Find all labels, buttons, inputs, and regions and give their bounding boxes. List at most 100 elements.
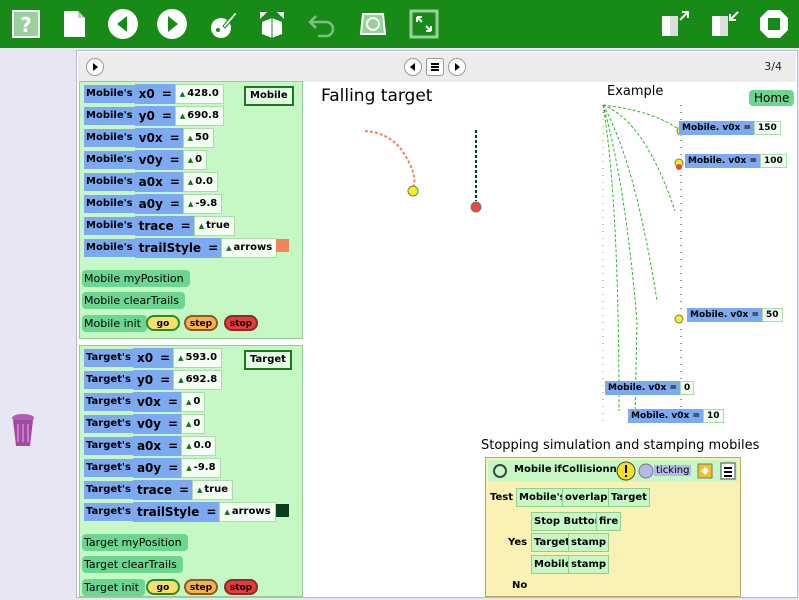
- script-menu-icon[interactable]: [720, 462, 736, 480]
- target-v0x-name[interactable]: v0x: [132, 392, 165, 412]
- up-down-arrows-icon[interactable]: ▲: [187, 156, 194, 164]
- target-a0y-value[interactable]: ▲-9.8: [181, 458, 221, 478]
- new-project-icon[interactable]: [58, 8, 90, 40]
- mobile-trailstyle-name[interactable]: trailStyle: [134, 238, 206, 258]
- example-tag-v0x-50[interactable]: Mobile. v0x =50: [687, 308, 783, 322]
- mobile-object-label[interactable]: Mobile's: [84, 217, 135, 235]
- target-object-label[interactable]: Target's: [84, 503, 133, 521]
- target-cleartrails-command[interactable]: Target clearTrails: [82, 556, 183, 573]
- mobile-a0x-value-text[interactable]: 0.0: [195, 176, 213, 187]
- ticking-button[interactable]: ticking: [654, 465, 692, 476]
- mobile-v0y-value-text[interactable]: 0: [195, 154, 203, 165]
- target-v0y-name[interactable]: v0y: [132, 414, 165, 434]
- mobile-trace-value[interactable]: ▲true: [193, 216, 235, 236]
- up-down-arrows-icon[interactable]: ▲: [185, 398, 192, 406]
- up-down-arrows-icon[interactable]: ▲: [179, 112, 186, 120]
- mobile-a0x-value[interactable]: ▲0.0: [182, 172, 218, 192]
- target-object-label[interactable]: Target's: [84, 415, 133, 433]
- up-down-arrows-icon[interactable]: ▲: [178, 354, 184, 362]
- mobile-myposition-command[interactable]: Mobile myPosition: [82, 270, 190, 287]
- mobile-v0x-value-text[interactable]: 50: [195, 132, 209, 143]
- home-button[interactable]: Home: [749, 90, 795, 106]
- target-object-label[interactable]: Target's: [84, 437, 133, 455]
- mobile-step-button[interactable]: step: [184, 315, 218, 331]
- target-object-label[interactable]: Target's: [84, 393, 133, 411]
- target-name-button[interactable]: Target: [244, 350, 292, 370]
- target-stop-button[interactable]: stop: [224, 579, 258, 595]
- up-down-arrows-icon[interactable]: ▲: [187, 134, 194, 142]
- book-previous-icon[interactable]: [404, 58, 422, 76]
- target-v0y-value[interactable]: ▲0: [181, 414, 206, 434]
- example-tag-v0x-10[interactable]: Mobile. v0x =10: [628, 409, 724, 423]
- fullscreen-icon[interactable]: [408, 8, 440, 40]
- target-y0-value[interactable]: ▲692.8: [173, 370, 223, 390]
- book-menu-icon[interactable]: [86, 58, 104, 76]
- paint-icon[interactable]: [207, 8, 239, 40]
- stop-button-tile[interactable]: Stop Button: [531, 512, 605, 531]
- book-pages-icon[interactable]: [426, 58, 444, 76]
- mobile-a0y-value[interactable]: ▲-9.8: [182, 194, 223, 214]
- mobile-name-button[interactable]: Mobile: [244, 86, 294, 106]
- mobile-object-label[interactable]: Mobile's: [84, 239, 135, 257]
- mobile-object-label[interactable]: Mobile's: [84, 151, 135, 169]
- mobile-go-button[interactable]: go: [146, 315, 180, 331]
- supplies-icon[interactable]: [256, 8, 288, 40]
- exclamation-icon[interactable]: [616, 461, 636, 481]
- target-a0y-name[interactable]: a0y: [132, 458, 166, 478]
- up-down-arrows-icon[interactable]: ▲: [178, 376, 184, 384]
- share-icon[interactable]: [708, 8, 740, 40]
- target-trace-name[interactable]: trace: [132, 480, 176, 500]
- mobile-v0x-name[interactable]: v0x: [134, 128, 167, 148]
- script-toggle-icon[interactable]: [492, 463, 508, 479]
- mobile-x0-value-text[interactable]: 428.0: [187, 88, 219, 99]
- supplies-small-icon[interactable]: [696, 462, 714, 480]
- trash-can-icon[interactable]: [8, 410, 38, 450]
- example-tag-v0x-0[interactable]: Mobile. v0x =0: [605, 381, 695, 395]
- previous-icon[interactable]: [107, 8, 139, 40]
- up-down-arrows-icon[interactable]: ▲: [187, 178, 194, 186]
- mobile-object-label[interactable]: Mobile's: [84, 107, 135, 125]
- target-stamp-tile[interactable]: stamp: [568, 533, 610, 552]
- up-down-arrows-icon[interactable]: ▲: [186, 442, 192, 450]
- mobile-x0-name[interactable]: x0: [134, 84, 159, 104]
- target-trace-value[interactable]: ▲true: [192, 480, 234, 500]
- undo-icon[interactable]: [306, 8, 338, 40]
- target-ball[interactable]: [470, 201, 482, 213]
- mobile-object-label[interactable]: Mobile's: [84, 173, 135, 191]
- target-a0y-value-text[interactable]: -9.8: [193, 462, 216, 473]
- mobile-object-label[interactable]: Mobile's: [84, 85, 135, 103]
- target-myposition-command[interactable]: Target myPosition: [82, 534, 188, 551]
- target-trail-color-swatch[interactable]: [276, 504, 289, 517]
- mobile-v0y-name[interactable]: v0y: [134, 150, 167, 170]
- mobile-ball[interactable]: [407, 185, 419, 197]
- mobile-object-label[interactable]: Mobile's: [84, 129, 135, 147]
- target-trailstyle-value-text[interactable]: arrows: [231, 506, 271, 517]
- mobile-cleartrails-command[interactable]: Mobile clearTrails: [82, 292, 185, 309]
- mobile-trace-value-text[interactable]: true: [206, 220, 230, 231]
- up-down-arrows-icon[interactable]: ▲: [186, 464, 192, 472]
- example-tag-v0x-150[interactable]: Mobile. v0x =150: [679, 121, 781, 135]
- target-v0x-value-text[interactable]: 0: [193, 396, 201, 407]
- up-down-arrows-icon[interactable]: ▲: [187, 200, 194, 208]
- target-x0-name[interactable]: x0: [132, 348, 158, 368]
- up-down-arrows-icon[interactable]: ▲: [224, 508, 230, 516]
- target-trailstyle-name[interactable]: trailStyle: [132, 502, 204, 522]
- fire-tile[interactable]: fire: [596, 512, 622, 531]
- clock-icon[interactable]: [638, 463, 654, 479]
- target-go-button[interactable]: go: [146, 579, 180, 595]
- up-down-arrows-icon[interactable]: ▲: [197, 486, 203, 494]
- test-tile-target[interactable]: Target: [608, 488, 650, 507]
- mobile-trace-name[interactable]: trace: [134, 216, 178, 236]
- target-a0x-name[interactable]: a0x: [132, 436, 166, 456]
- target-x0-value[interactable]: ▲593.0: [173, 348, 223, 368]
- target-init-command[interactable]: Target init: [82, 579, 145, 596]
- mobile-trailstyle-value-text[interactable]: arrows: [233, 242, 273, 253]
- mobile-object-label[interactable]: Mobile's: [84, 195, 135, 213]
- up-down-arrows-icon[interactable]: ▲: [226, 244, 232, 252]
- mobile-v0y-value[interactable]: ▲0: [182, 150, 208, 170]
- mobile-stamp-tile[interactable]: stamp: [568, 555, 610, 574]
- target-y0-value-text[interactable]: 692.8: [185, 374, 218, 385]
- target-object-label[interactable]: Target's: [84, 459, 133, 477]
- target-object-label[interactable]: Target's: [84, 349, 133, 367]
- help-icon[interactable]: ?: [10, 8, 42, 40]
